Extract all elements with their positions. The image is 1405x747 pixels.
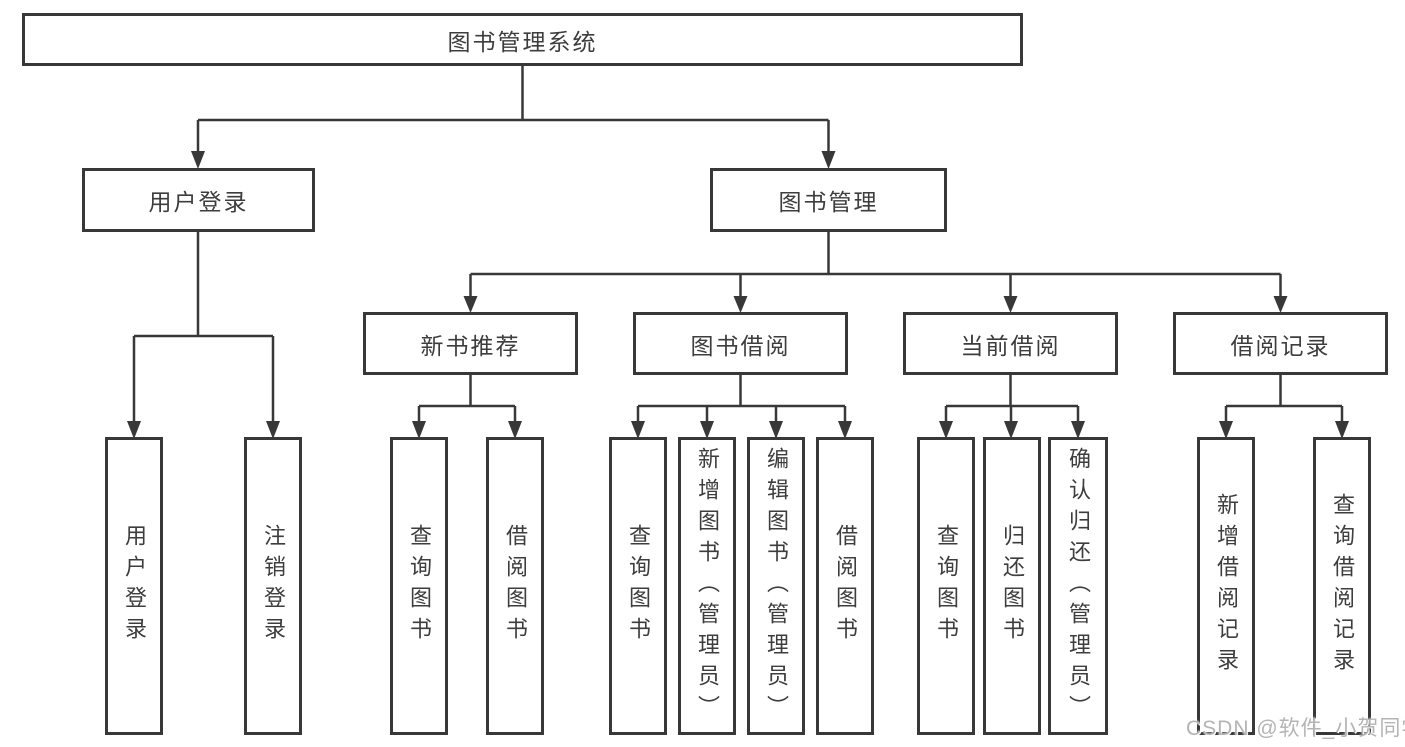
leaf-query-borrow-record: 查询借阅记录 [1313,437,1371,735]
node-book-management: 图书管理 [710,168,947,232]
watermark: CSDN @软件_小贺同学 [1186,717,1405,740]
leaf-confirm-return-admin: 确认归还（管理员） [1048,437,1108,735]
leaf-label: 新增借阅记录 [1214,493,1239,679]
node-root: 图书管理系统 [22,13,1023,66]
node-borrowing-records: 借阅记录 [1173,312,1388,375]
leaf-label: 归还图书 [1000,524,1025,648]
node-new-book-recommend: 新书推荐 [363,312,578,375]
leaf-add-books-admin: 新增图书（管理员） [678,437,736,735]
leaf-label: 编辑图书（管理员） [764,446,789,726]
leaf-query-books-recommend: 查询图书 [390,437,448,735]
leaf-edit-books-admin: 编辑图书（管理员） [747,437,805,735]
leaf-label: 查询图书 [407,524,432,648]
leaf-label: 确认归还（管理员） [1066,446,1091,726]
leaf-label: 借阅图书 [503,524,528,648]
leaf-label: 查询图书 [934,524,959,648]
leaf-borrow-books-recommend: 借阅图书 [486,437,544,735]
leaf-label: 注销登录 [261,524,286,648]
leaf-logout: 注销登录 [244,437,302,735]
node-book-borrowing: 图书借阅 [633,312,848,375]
leaf-label: 借阅图书 [833,524,858,648]
node-current-borrowing: 当前借阅 [903,312,1118,375]
leaf-return-books: 归还图书 [983,437,1041,735]
leaf-label: 查询图书 [626,524,651,648]
leaf-label: 用户登录 [122,524,147,648]
leaf-label: 查询借阅记录 [1330,493,1355,679]
leaf-user-login: 用户登录 [105,437,163,735]
leaf-query-books-borrowing: 查询图书 [609,437,667,735]
leaf-add-borrow-record: 新增借阅记录 [1197,437,1255,735]
arrowheads [127,151,1349,439]
leaf-query-books-current: 查询图书 [917,437,975,735]
leaf-borrow-books: 借阅图书 [816,437,874,735]
leaf-label: 新增图书（管理员） [695,446,720,726]
node-user-login: 用户登录 [82,168,315,232]
